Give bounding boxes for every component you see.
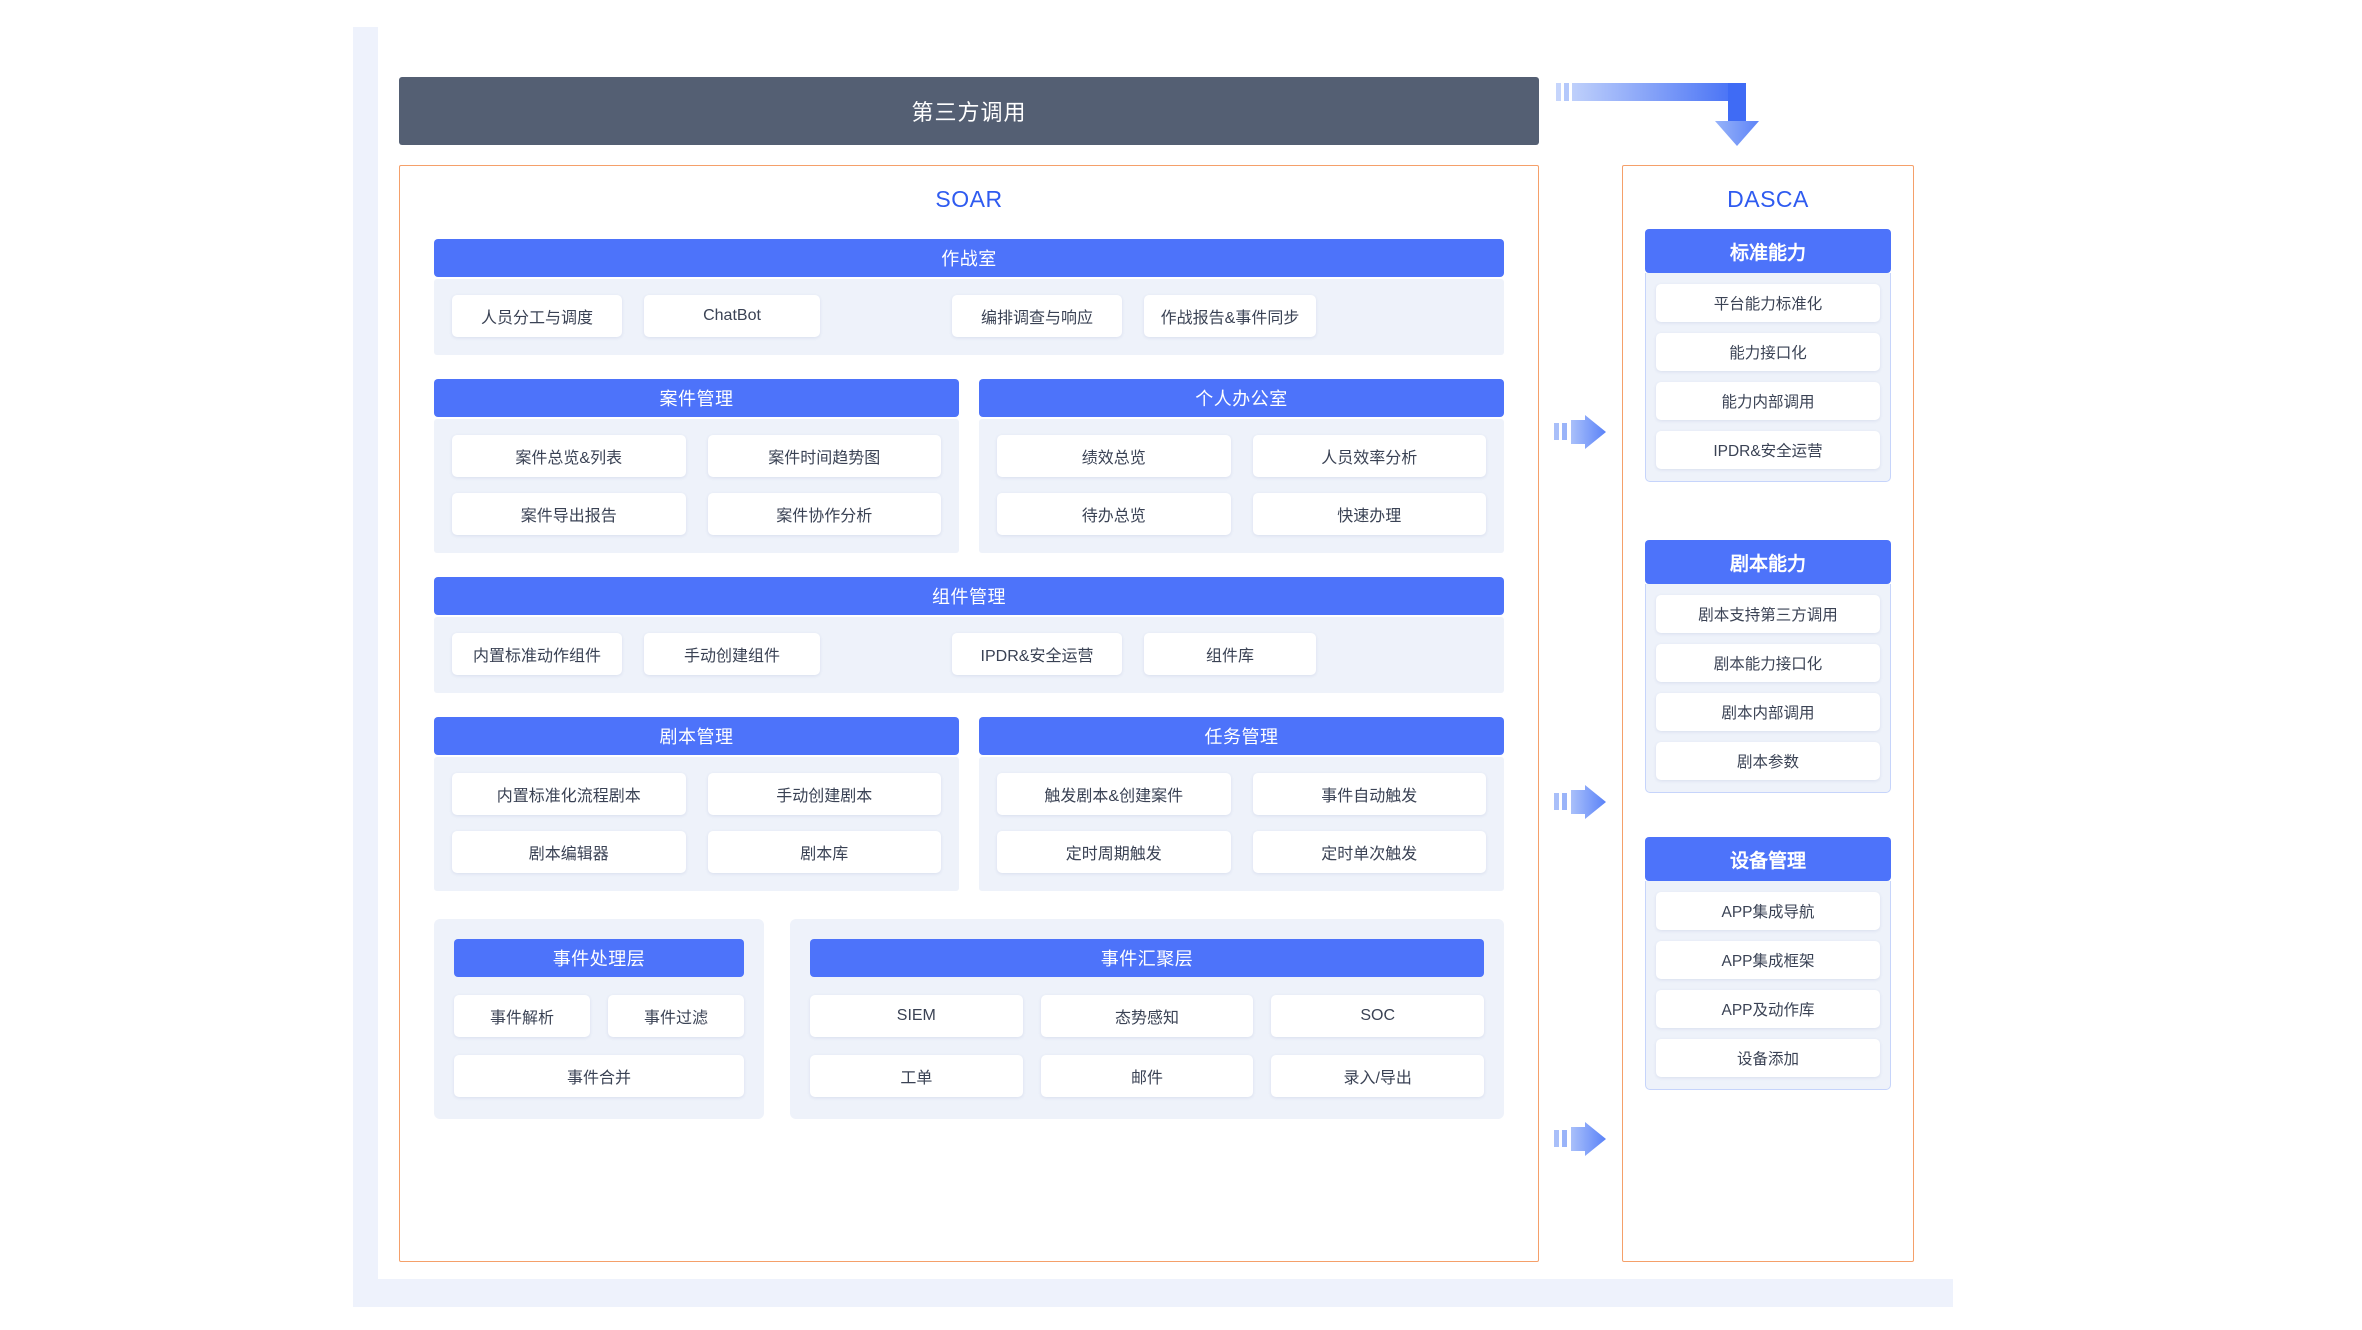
dasca-item[interactable]: IPDR&安全运营 [1656,431,1880,469]
card-row: 定时周期触发 定时单次触发 [997,831,1486,873]
group-standard-capability: 标准能力 平台能力标准化 能力接口化 能力内部调用 IPDR&安全运营 [1645,229,1891,482]
card-item[interactable]: 定时周期触发 [997,831,1231,873]
card-item[interactable]: 案件时间趋势图 [707,435,941,477]
card-row: 绩效总览 人员效率分析 [997,435,1486,477]
dasca-item[interactable]: 设备添加 [1656,1039,1880,1077]
dasca-item[interactable]: APP集成导航 [1656,892,1880,930]
card-row: 案件总览&列表 案件时间趋势图 [452,435,941,477]
card-item[interactable]: 事件合并 [454,1055,744,1097]
spacer [1645,793,1891,823]
module-task-management-header: 任务管理 [979,717,1504,755]
card-item[interactable]: 案件导出报告 [452,493,686,535]
third-party-invocation-header: 第三方调用 [399,77,1539,145]
card-row: 待办总览 快速办理 [997,493,1486,535]
module-personal-office-header: 个人办公室 [979,379,1504,417]
event-processing-layer-header: 事件处理层 [454,939,744,977]
card-row: 触发剧本&创建案件 事件自动触发 [997,773,1486,815]
group-playbook-capability-header: 剧本能力 [1645,540,1891,584]
card-row: SIEM 态势感知 SOC [810,995,1485,1037]
panel-event-processing-layer: 事件处理层 事件解析 事件过滤 事件合并 [434,919,764,1119]
card-item[interactable]: 事件解析 [454,995,590,1037]
module-personal-office: 个人办公室 绩效总览 人员效率分析 待办总览 快速办理 [979,379,1504,553]
card-item[interactable]: 定时单次触发 [1252,831,1486,873]
card-row: 人员分工与调度 ChatBot 编排调查与响应 作战报告&事件同步 [452,295,1486,337]
module-playbook-management-header: 剧本管理 [434,717,959,755]
group-device-management: 设备管理 APP集成导航 APP集成框架 APP及动作库 设备添加 [1645,837,1891,1090]
dasca-item[interactable]: 能力接口化 [1656,333,1880,371]
module-warroom-header: 作战室 [434,239,1504,277]
arrow-right-icon [1552,1122,1608,1156]
card-row: 案件导出报告 案件协作分析 [452,493,941,535]
card-row: 内置标准动作组件 手动创建组件 IPDR&安全运营 组件库 [452,633,1486,675]
group-standard-capability-header: 标准能力 [1645,229,1891,273]
module-playbook-management: 剧本管理 内置标准化流程剧本 手动创建剧本 剧本编辑器 剧本库 [434,717,959,891]
arrow-right-icon [1552,415,1608,449]
dasca-item[interactable]: 平台能力标准化 [1656,284,1880,322]
panel-event-aggregation-layer: 事件汇聚层 SIEM 态势感知 SOC 工单 邮件 录入/导出 [790,919,1504,1119]
dasca-item[interactable]: 剧本能力接口化 [1656,644,1880,682]
card-item[interactable]: 内置标准化流程剧本 [452,773,686,815]
card-item[interactable]: 编排调查与响应 [952,295,1122,337]
card-row: 事件合并 [454,1055,744,1097]
card-row: 事件解析 事件过滤 [454,995,744,1037]
card-item[interactable]: 工单 [810,1055,1023,1097]
module-component-management-header: 组件管理 [434,577,1504,615]
card-item[interactable]: 内置标准动作组件 [452,633,622,675]
module-case-management-header: 案件管理 [434,379,959,417]
card-item[interactable]: SIEM [810,995,1023,1037]
card-item[interactable]: 录入/导出 [1271,1055,1485,1097]
module-case-management: 案件管理 案件总览&列表 案件时间趋势图 案件导出报告 案件协作分析 [434,379,959,553]
module-warroom: 作战室 人员分工与调度 ChatBot 编排调查与响应 作战报告&事件同步 [434,239,1504,355]
card-item[interactable]: 绩效总览 [997,435,1231,477]
card-item[interactable]: 人员分工与调度 [452,295,622,337]
card-item[interactable]: 案件协作分析 [707,493,941,535]
module-component-management: 组件管理 内置标准动作组件 手动创建组件 IPDR&安全运营 组件库 [434,577,1504,693]
card-item[interactable]: 快速办理 [1252,493,1486,535]
card-item[interactable]: 作战报告&事件同步 [1144,295,1316,337]
card-item[interactable]: 组件库 [1144,633,1316,675]
arrow-right-icon [1552,785,1608,819]
dasca-item[interactable]: APP及动作库 [1656,990,1880,1028]
card-item[interactable]: SOC [1271,995,1485,1037]
card-item[interactable]: 态势感知 [1040,995,1254,1037]
card-item[interactable]: ChatBot [644,295,820,337]
dasca-item[interactable]: 剧本支持第三方调用 [1656,595,1880,633]
group-device-management-header: 设备管理 [1645,837,1891,881]
module-task-management: 任务管理 触发剧本&创建案件 事件自动触发 定时周期触发 定时单次触发 [979,717,1504,891]
l-shaped-arrow-icon [1556,78,1806,158]
card-item[interactable]: 触发剧本&创建案件 [997,773,1231,815]
card-item[interactable]: 手动创建组件 [644,633,820,675]
soar-panel-title: SOAR [935,186,1003,212]
dasca-item[interactable]: 剧本内部调用 [1656,693,1880,731]
soar-panel: SOAR 作战室 人员分工与调度 ChatBot 编排调查与响应 作战报告&事件… [399,165,1539,1262]
card-item[interactable]: 剧本库 [707,831,941,873]
dasca-panel-title: DASCA [1727,186,1809,212]
card-item[interactable]: 邮件 [1040,1055,1254,1097]
card-item[interactable]: 剧本编辑器 [452,831,686,873]
card-item[interactable]: 事件过滤 [608,995,744,1037]
card-item[interactable]: 人员效率分析 [1252,435,1486,477]
card-row: 剧本编辑器 剧本库 [452,831,941,873]
card-item[interactable]: 手动创建剧本 [707,773,941,815]
spacer [1645,482,1891,526]
card-row: 内置标准化流程剧本 手动创建剧本 [452,773,941,815]
dasca-item[interactable]: 剧本参数 [1656,742,1880,780]
dasca-panel: DASCA 标准能力 平台能力标准化 能力接口化 能力内部调用 IPDR&安全运… [1622,165,1914,1262]
card-row: 工单 邮件 录入/导出 [810,1055,1485,1097]
third-party-invocation-label: 第三方调用 [911,100,1027,125]
dasca-item[interactable]: APP集成框架 [1656,941,1880,979]
card-item[interactable]: 事件自动触发 [1252,773,1486,815]
group-playbook-capability: 剧本能力 剧本支持第三方调用 剧本能力接口化 剧本内部调用 剧本参数 [1645,540,1891,793]
event-aggregation-layer-header: 事件汇聚层 [810,939,1484,977]
card-item[interactable]: 待办总览 [997,493,1231,535]
dasca-item[interactable]: 能力内部调用 [1656,382,1880,420]
card-item[interactable]: 案件总览&列表 [452,435,686,477]
card-item[interactable]: IPDR&安全运营 [952,633,1122,675]
